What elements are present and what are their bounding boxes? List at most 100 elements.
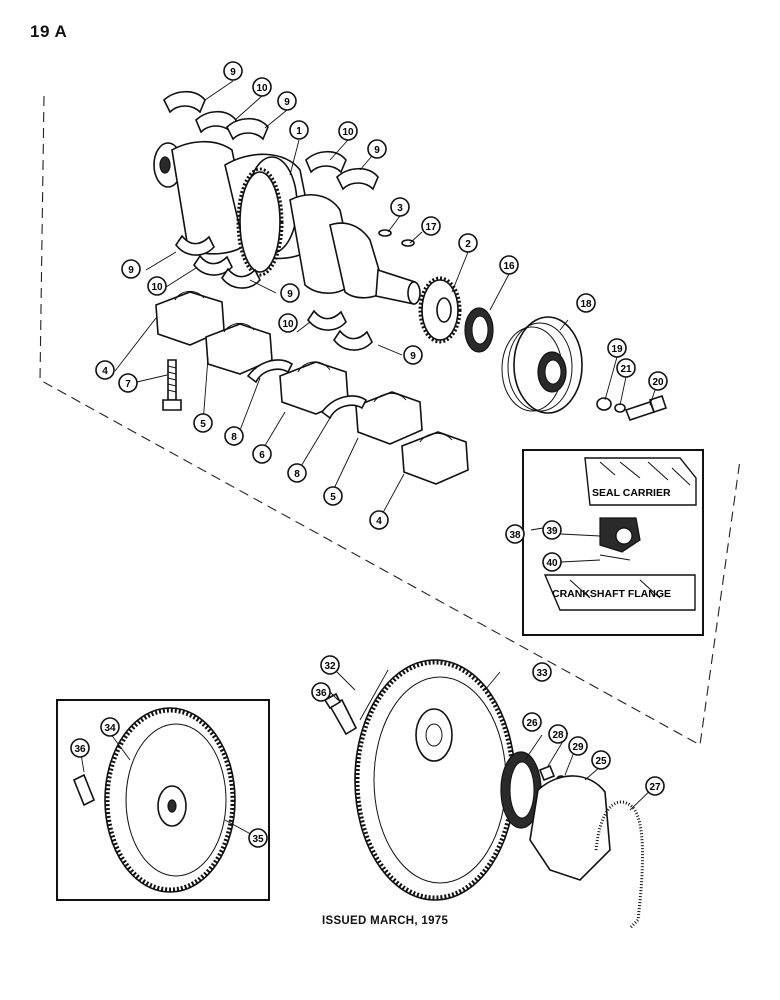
callout-2: 2 — [458, 233, 478, 253]
callout-number: 9 — [284, 97, 290, 108]
callout-number: 4 — [376, 516, 382, 527]
callout-number: 8 — [294, 469, 300, 480]
callout-10a: 10 — [252, 77, 272, 97]
callout-number: 32 — [324, 661, 336, 672]
crankshaft-pulley — [501, 316, 583, 414]
callout-number: 18 — [580, 299, 592, 310]
thrust-washer-upper — [246, 359, 294, 384]
callout-number: 21 — [620, 364, 632, 375]
callout-number: 10 — [342, 127, 354, 138]
callout-number: 10 — [256, 83, 268, 94]
callout-number: 38 — [509, 530, 521, 541]
rear-seal — [500, 751, 542, 829]
rear-seal-carrier — [529, 775, 611, 881]
callout-35: 35 — [248, 828, 268, 848]
callout-38: 38 — [505, 524, 525, 544]
main-bearing-caps — [155, 291, 469, 485]
rear-carrier-bolt — [538, 764, 556, 782]
pulley-lockwasher — [614, 403, 626, 413]
callout-number: 2 — [465, 239, 471, 250]
callout-number: 4 — [102, 366, 108, 377]
callout-number: 5 — [200, 419, 206, 430]
callout-9a: 9 — [223, 61, 243, 81]
callout-36b: 36 — [311, 682, 331, 702]
callout-3: 3 — [390, 197, 410, 217]
pulley-bolt — [624, 394, 668, 421]
callout-number: 26 — [526, 718, 538, 729]
callout-number: 3 — [397, 203, 403, 214]
callout-number: 16 — [503, 261, 515, 272]
callout-26: 26 — [522, 712, 542, 732]
callout-16: 16 — [499, 255, 519, 275]
seal-detail-inset: SEAL CARRIER CRANKSHAFT FLANGE — [522, 449, 704, 636]
callout-10d: 10 — [278, 313, 298, 333]
callout-number: 28 — [552, 730, 564, 741]
callout-1: 1 — [289, 120, 309, 140]
callout-29: 29 — [568, 736, 588, 756]
callout-number: 17 — [425, 222, 437, 233]
callout-34: 34 — [100, 717, 120, 737]
callout-number: 36 — [315, 688, 327, 699]
callout-32: 32 — [320, 655, 340, 675]
callout-number: 39 — [546, 526, 558, 537]
upper-bearing-shells — [163, 90, 379, 191]
callout-5b: 5 — [323, 486, 343, 506]
callout-9c: 9 — [367, 139, 387, 159]
callout-39: 39 — [542, 520, 562, 540]
callout-33: 33 — [532, 662, 552, 682]
flywheel-inset — [56, 699, 270, 901]
callout-number: 36 — [74, 744, 86, 755]
callout-number: 10 — [282, 319, 294, 330]
callout-8a: 8 — [224, 426, 244, 446]
callout-number: 5 — [330, 492, 336, 503]
callout-9f: 9 — [403, 345, 423, 365]
callout-19: 19 — [607, 338, 627, 358]
lower-bearing-shells — [175, 234, 373, 351]
callout-4a: 4 — [95, 360, 115, 380]
callout-10b: 10 — [338, 121, 358, 141]
pulley-washer — [596, 397, 612, 411]
callout-18: 18 — [576, 293, 596, 313]
callout-8b: 8 — [287, 463, 307, 483]
callout-number: 40 — [546, 558, 558, 569]
callout-number: 9 — [374, 145, 380, 156]
callout-5a: 5 — [193, 413, 213, 433]
callout-number: 19 — [611, 344, 623, 355]
callout-25: 25 — [591, 750, 611, 770]
callout-number: 29 — [572, 742, 584, 753]
flywheel — [354, 659, 516, 901]
dashed-boundary — [39, 95, 741, 746]
callout-number: 6 — [259, 450, 265, 461]
callout-10c: 10 — [147, 276, 167, 296]
callout-number: 9 — [230, 67, 236, 78]
cap-bolt — [162, 359, 182, 411]
crankshaft — [153, 140, 421, 305]
callout-9e: 9 — [280, 283, 300, 303]
seal-carrier-label: SEAL CARRIER — [592, 487, 671, 499]
crankshaft-gear — [418, 276, 462, 344]
callout-number: 27 — [649, 782, 661, 793]
rear-carrier-gasket — [594, 800, 645, 930]
callout-21: 21 — [616, 358, 636, 378]
front-seal — [464, 307, 494, 353]
callout-number: 33 — [536, 668, 548, 679]
callout-number: 1 — [296, 126, 302, 137]
callout-27: 27 — [645, 776, 665, 796]
callout-number: 9 — [410, 351, 416, 362]
callouts: 9 10 9 1 10 9 3 17 2 16 18 9 10 9 10 9 4… — [70, 61, 668, 848]
callout-number: 8 — [231, 432, 237, 443]
callout-36a: 36 — [70, 738, 90, 758]
callout-number: 7 — [125, 379, 131, 390]
page-number: 19 A — [30, 22, 68, 41]
callout-number: 9 — [287, 289, 293, 300]
callout-number: 20 — [652, 377, 664, 388]
callout-number: 9 — [128, 265, 134, 276]
thrust-washer-lower — [320, 395, 368, 420]
callout-number: 34 — [104, 723, 116, 734]
callout-number: 25 — [595, 756, 607, 767]
callout-28: 28 — [548, 724, 568, 744]
callout-9d: 9 — [121, 259, 141, 279]
callout-6: 6 — [252, 444, 272, 464]
callout-4b: 4 — [369, 510, 389, 530]
